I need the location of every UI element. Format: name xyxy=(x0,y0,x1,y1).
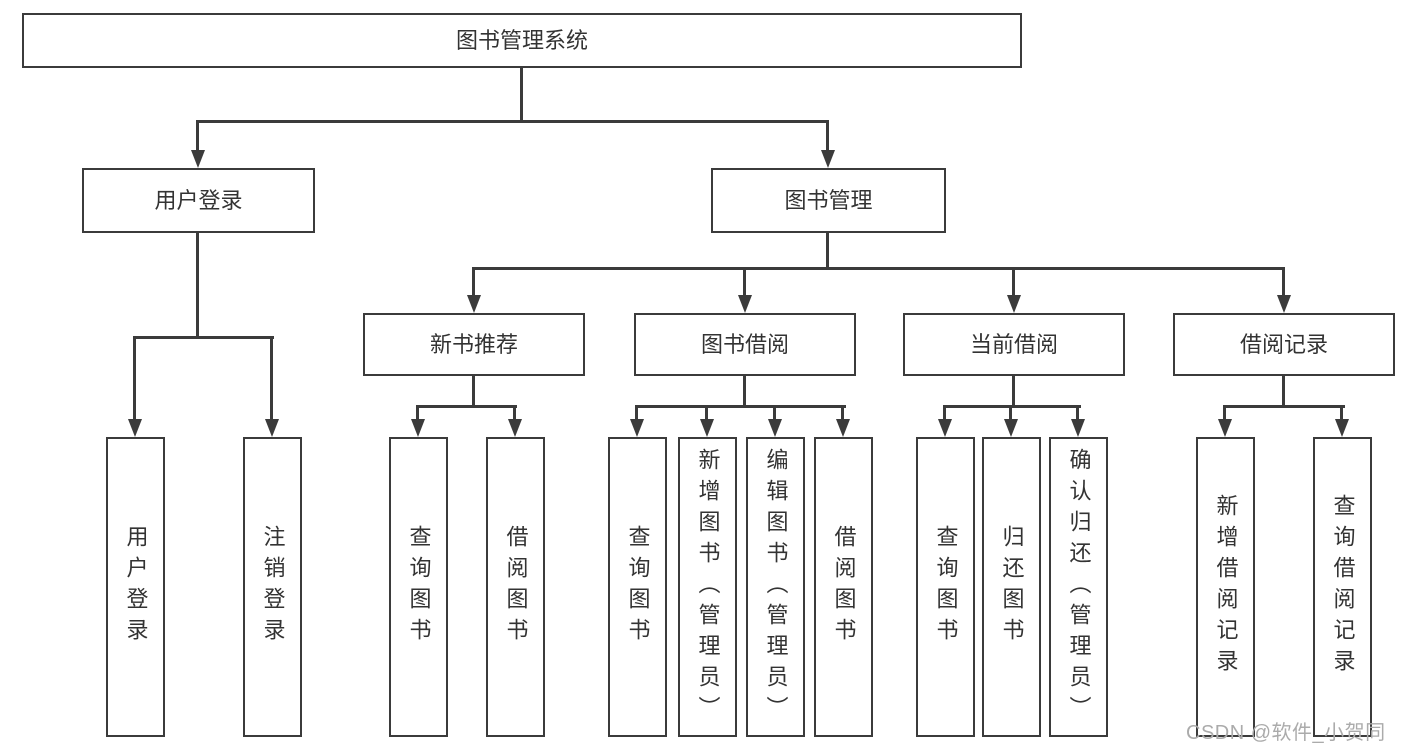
connector-arrow-bb-borrow-books xyxy=(841,405,844,419)
connector-root-bus xyxy=(196,120,829,123)
connector-arrow-to-book-management xyxy=(826,120,829,150)
leaf-nbr-query-books: 查询图书 xyxy=(389,437,448,737)
leaf-br-query-borrow-record: 查询借阅记录 xyxy=(1313,437,1372,737)
leaf-br-add-borrow-record: 新增借阅记录 xyxy=(1196,437,1255,737)
node-borrow-records: 借阅记录 xyxy=(1173,313,1395,376)
connector-arrow-cb-return-books xyxy=(1009,405,1012,419)
leaf-bb-query-books: 查询图书 xyxy=(608,437,667,737)
connector-arrow-bb-query-books xyxy=(635,405,638,419)
node-library-management-system: 图书管理系统 xyxy=(22,13,1022,68)
leaf-cb-confirm-return-admin: 确认归还（管理员） xyxy=(1049,437,1108,737)
leaf-bb-edit-books-admin: 编辑图书（管理员） xyxy=(746,437,805,737)
connector-book-borrow-bus xyxy=(635,405,846,408)
leaf-cb-query-books: 查询图书 xyxy=(916,437,975,737)
connector-current-borrow-bus xyxy=(943,405,1081,408)
connector-arrow-to-new-book-recommend xyxy=(472,267,475,295)
node-user-login: 用户登录 xyxy=(82,168,315,233)
connector-arrow-to-borrow-records xyxy=(1282,267,1285,295)
connector-arrow-cb-query-books xyxy=(943,405,946,419)
connector-arrow-cb-confirm-return xyxy=(1076,405,1079,419)
connector-arrow-nbr-borrow-books xyxy=(513,405,516,419)
connector-current-borrow-stem xyxy=(1012,376,1015,408)
leaf-logout: 注销登录 xyxy=(243,437,302,737)
connector-arrow-to-current-borrow xyxy=(1012,267,1015,295)
connector-book-management-bus xyxy=(472,267,1285,270)
connector-arrow-bb-add-books xyxy=(705,405,708,419)
connector-arrow-br-add-record xyxy=(1223,405,1226,419)
leaf-cb-return-books: 归还图书 xyxy=(982,437,1041,737)
connector-book-management-stem xyxy=(826,233,829,270)
node-current-borrow: 当前借阅 xyxy=(903,313,1125,376)
leaf-user-login: 用户登录 xyxy=(106,437,165,737)
node-new-book-recommend: 新书推荐 xyxy=(363,313,585,376)
leaf-bb-borrow-books: 借阅图书 xyxy=(814,437,873,737)
connector-new-book-recommend-bus xyxy=(417,405,517,408)
connector-user-login-stem xyxy=(196,233,199,339)
connector-book-borrow-stem xyxy=(743,376,746,408)
connector-root-stem xyxy=(520,68,523,123)
connector-arrow-to-logout-leaf xyxy=(270,336,273,419)
connector-borrow-records-bus xyxy=(1223,405,1345,408)
leaf-nbr-borrow-books: 借阅图书 xyxy=(486,437,545,737)
connector-arrow-br-query-record xyxy=(1340,405,1343,419)
connector-user-login-bus xyxy=(134,336,274,339)
leaf-bb-add-books-admin: 新增图书（管理员） xyxy=(678,437,737,737)
csdn-watermark: CSDN @软件_小贺同学 xyxy=(1186,722,1386,744)
connector-new-book-recommend-stem xyxy=(472,376,475,408)
node-book-borrow: 图书借阅 xyxy=(634,313,856,376)
connector-arrow-bb-edit-books xyxy=(773,405,776,419)
node-book-management: 图书管理 xyxy=(711,168,946,233)
connector-arrow-to-book-borrow xyxy=(743,267,746,295)
connector-arrow-to-user-login-leaf xyxy=(133,336,136,419)
connector-borrow-records-stem xyxy=(1282,376,1285,408)
connector-arrow-nbr-query-books xyxy=(416,405,419,419)
connector-arrow-to-user-login xyxy=(196,120,199,150)
